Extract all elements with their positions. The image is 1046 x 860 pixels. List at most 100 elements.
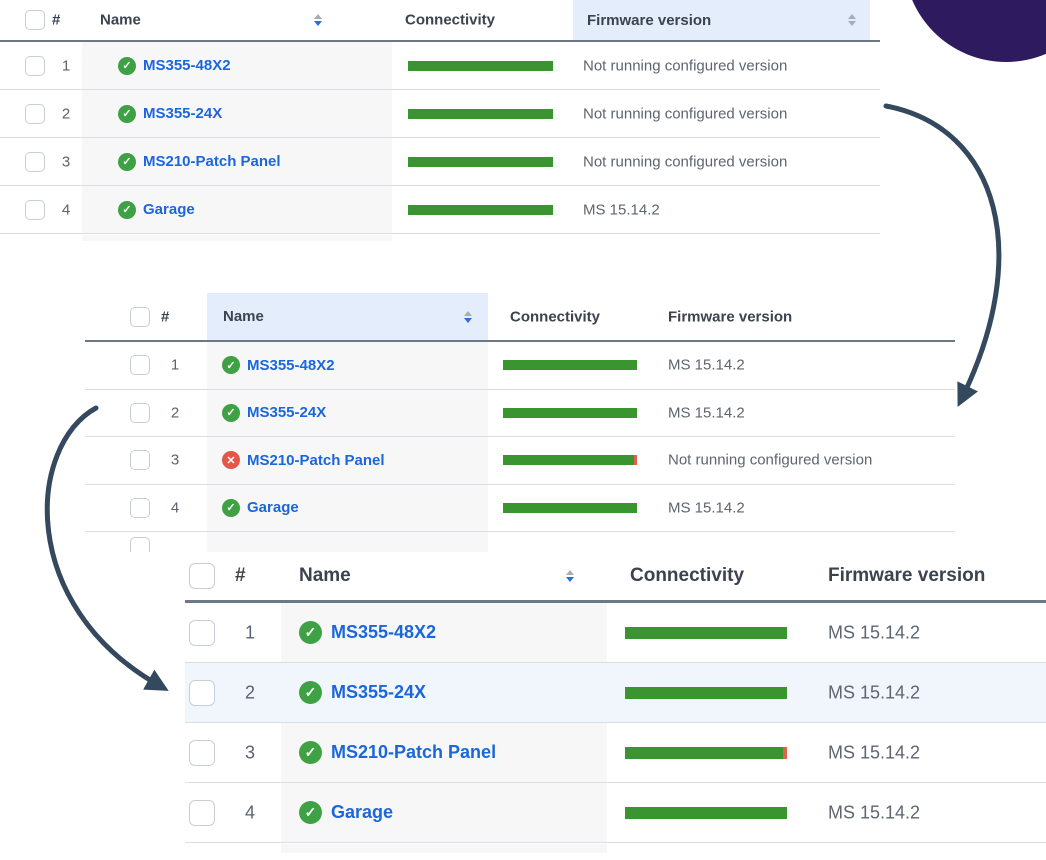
row-checkbox[interactable] <box>25 199 45 220</box>
connectivity-bar <box>503 502 637 513</box>
column-header-name[interactable]: Name <box>207 293 488 340</box>
device-name-cell: MS355-24X <box>207 389 488 436</box>
connectivity-bar <box>503 455 637 466</box>
status-ok-icon <box>118 56 136 75</box>
device-name-link[interactable]: MS355-48X2 <box>247 356 335 374</box>
firmware-version: MS 15.14.2 <box>668 499 745 517</box>
clipped-next-row <box>85 532 955 552</box>
row-number: 3 <box>61 153 71 170</box>
firmware-table-stage-2: # Name Connectivity Firmware version 1 M… <box>85 293 955 552</box>
status-ok-icon <box>299 741 322 764</box>
connectivity-bar <box>625 626 787 639</box>
row-checkbox[interactable] <box>130 537 150 552</box>
sort-icon[interactable] <box>314 14 322 26</box>
device-name-link[interactable]: Garage <box>331 802 394 822</box>
table-header: # Name Connectivity Firmware version <box>85 293 955 342</box>
device-name-cell: MS355-48X2 <box>207 342 488 389</box>
column-header-name[interactable]: Name <box>100 11 141 29</box>
row-checkbox[interactable] <box>189 679 215 706</box>
firmware-version: Not running configured version <box>583 105 788 122</box>
device-name-link[interactable]: MS355-24X <box>331 682 427 702</box>
row-number: 2 <box>61 105 71 122</box>
table-row: 4 Garage MS 15.14.2 <box>185 783 1046 843</box>
column-header-firmware[interactable]: Firmware version <box>573 0 870 40</box>
device-name-cell: MS210-Patch Panel <box>207 437 488 484</box>
table-row: 1 MS355-48X2 MS 15.14.2 <box>85 342 955 390</box>
column-header-connectivity[interactable]: Connectivity <box>510 308 601 325</box>
table-row: 3 MS210-Patch Panel Not running configur… <box>85 437 955 485</box>
select-all-checkbox[interactable] <box>130 306 150 327</box>
device-name-link[interactable]: MS210-Patch Panel <box>331 742 497 762</box>
clipped-next-row <box>82 235 392 241</box>
row-checkbox[interactable] <box>25 55 45 76</box>
row-checkbox[interactable] <box>189 739 215 766</box>
status-ok-icon <box>299 621 322 644</box>
status-ok-icon <box>118 152 136 171</box>
firmware-version: Not running configured version <box>583 57 788 74</box>
status-ok-icon <box>299 681 322 704</box>
column-header-name[interactable]: Name <box>299 565 351 586</box>
device-name-link[interactable]: MS355-24X <box>247 404 327 422</box>
status-ok-icon <box>222 498 240 517</box>
connectivity-bar <box>408 204 553 215</box>
firmware-version: MS 15.14.2 <box>583 201 660 218</box>
device-name-link[interactable]: Garage <box>143 201 195 218</box>
device-name-cell: MS210-Patch Panel <box>281 723 607 782</box>
device-name-link[interactable]: Garage <box>247 499 299 517</box>
status-ok-icon <box>222 356 240 375</box>
column-header-connectivity[interactable]: Connectivity <box>630 565 745 586</box>
firmware-version: Not running configured version <box>668 451 873 469</box>
firmware-version: MS 15.14.2 <box>828 742 921 762</box>
column-header-firmware[interactable]: Firmware version <box>828 565 986 586</box>
clipped-next-row <box>281 844 607 853</box>
row-checkbox[interactable] <box>130 402 150 423</box>
select-all-checkbox[interactable] <box>25 10 45 30</box>
row-number: 1 <box>61 57 71 74</box>
sort-icon[interactable] <box>464 310 472 323</box>
status-ok-icon <box>299 801 322 824</box>
column-header-number[interactable]: # <box>52 11 61 29</box>
connectivity-bar <box>408 156 553 167</box>
connectivity-bar <box>503 407 637 418</box>
firmware-version: MS 15.14.2 <box>828 802 921 822</box>
device-name-link[interactable]: MS210-Patch Panel <box>143 153 281 170</box>
firmware-version: MS 15.14.2 <box>668 356 745 374</box>
device-name-cell: Garage <box>281 783 607 842</box>
table-row: 1 MS355-48X2 Not running configured vers… <box>0 42 880 90</box>
device-name-link[interactable]: MS355-48X2 <box>331 622 437 642</box>
firmware-table-stage-3: # Name Connectivity Firmware version 1 M… <box>185 552 1046 860</box>
row-number: 4 <box>170 499 180 517</box>
row-checkbox[interactable] <box>25 151 45 172</box>
select-all-checkbox[interactable] <box>189 563 215 589</box>
table-row: 3 MS210-Patch Panel Not running configur… <box>0 138 880 186</box>
table-row: 2 MS355-24X MS 15.14.2 <box>85 389 955 437</box>
table-row: 2 MS355-24X Not running configured versi… <box>0 90 880 138</box>
device-name-cell <box>207 532 488 552</box>
device-name-cell: Garage <box>207 484 488 531</box>
table-row-highlighted: 2 MS355-24X MS 15.14.2 <box>185 663 1046 723</box>
row-checkbox[interactable] <box>189 619 215 646</box>
firmware-version: MS 15.14.2 <box>828 622 921 642</box>
column-header-number[interactable]: # <box>235 565 246 586</box>
sort-icon[interactable] <box>848 14 856 26</box>
device-name-link[interactable]: MS355-48X2 <box>143 57 231 74</box>
row-number: 2 <box>244 682 255 702</box>
row-checkbox[interactable] <box>25 103 45 124</box>
row-number: 1 <box>244 622 255 642</box>
row-checkbox[interactable] <box>130 497 150 518</box>
table-header: # Name Connectivity Firmware version <box>185 552 1046 603</box>
row-number: 3 <box>244 742 255 762</box>
device-name-cell: MS355-48X2 <box>82 42 392 89</box>
sort-icon[interactable] <box>566 570 574 582</box>
column-header-firmware[interactable]: Firmware version <box>668 308 793 325</box>
column-header-connectivity[interactable]: Connectivity <box>405 11 496 29</box>
column-header-number[interactable]: # <box>161 308 170 325</box>
row-number: 4 <box>61 201 71 218</box>
table-row: 3 MS210-Patch Panel MS 15.14.2 <box>185 723 1046 783</box>
row-checkbox[interactable] <box>189 799 215 826</box>
device-name-cell: MS355-48X2 <box>281 603 607 662</box>
device-name-link[interactable]: MS355-24X <box>143 105 223 122</box>
row-checkbox[interactable] <box>130 450 150 471</box>
device-name-link[interactable]: MS210-Patch Panel <box>247 451 385 469</box>
row-checkbox[interactable] <box>130 355 150 376</box>
